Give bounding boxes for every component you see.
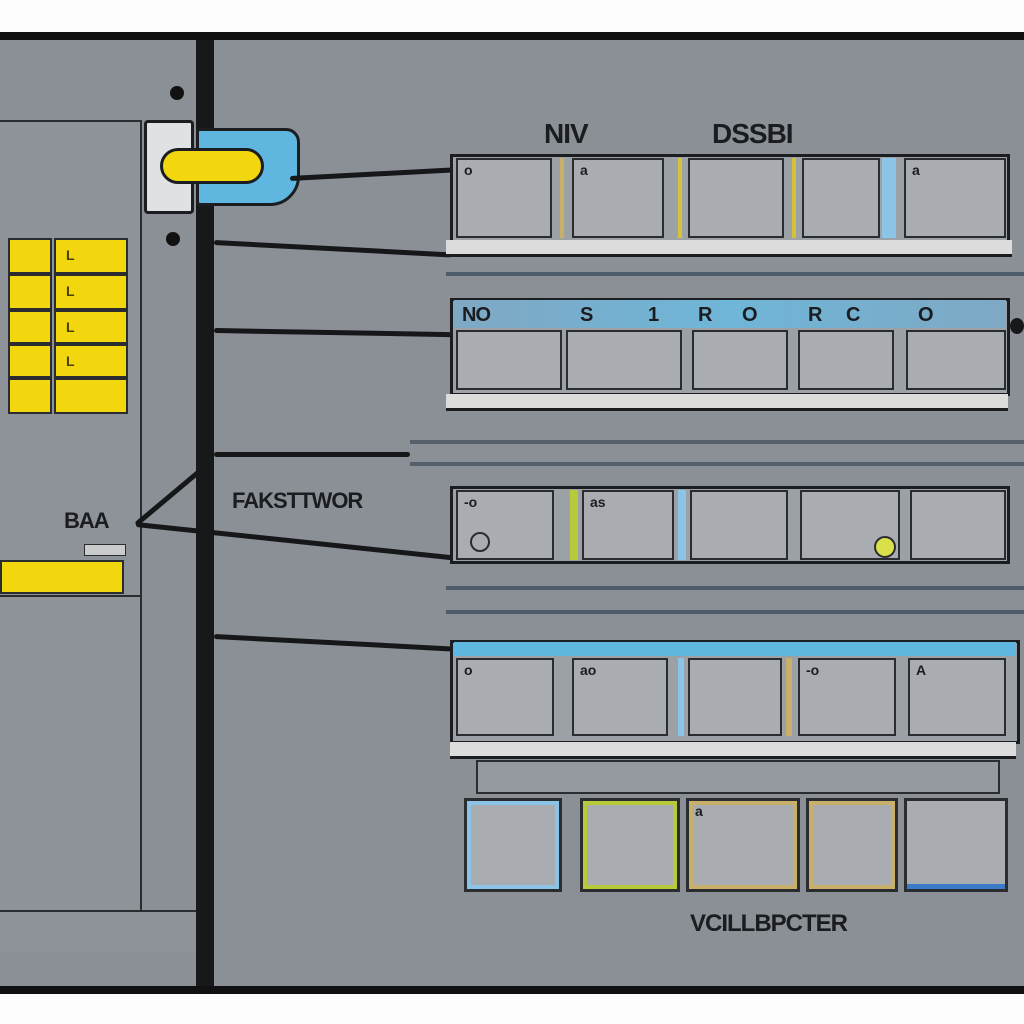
breaker-cell: L [54,310,128,344]
label-left-side: BAA [64,508,110,533]
pole-dot [170,86,184,100]
header-label: NO [462,304,491,326]
wire [214,452,410,457]
rack-cell: -o [456,490,554,560]
rack-cell: o [456,658,554,736]
rack-cell [688,658,782,736]
plug-yellow [160,148,264,184]
rack-cell [580,798,680,892]
breaker-cell [8,378,52,414]
rack-cell [904,798,1008,892]
breaker-cell [8,238,52,274]
rack-cell [690,490,788,560]
rack-cell [910,490,1006,560]
rack-cell [806,798,898,892]
header-label: R [808,304,822,326]
label-bottom: VCILLBPCTER [690,910,848,937]
breaker-grid: L L L L [8,238,128,414]
indicator-light [874,536,896,558]
yellow-bar [0,560,124,594]
breaker-cell [8,344,52,378]
rack-cell [692,330,788,390]
rail [410,440,1024,444]
rack-4-header [454,642,1016,656]
breaker-cell: L [54,238,128,274]
rack-separator [678,490,686,560]
label-middle: FAKSTTWOR [232,488,363,513]
rack-separator [570,490,578,560]
cabinet-divider [0,595,140,597]
rack-cell [566,330,682,390]
rack-cell: as [582,490,674,560]
main-pole [196,40,214,986]
label-top-left: NIV [544,118,589,149]
rack-shelf [446,394,1008,411]
rack-cell [688,158,784,238]
breaker-cell [8,310,52,344]
rack-cell: a [686,798,800,892]
rack-cell [906,330,1006,390]
header-label: 1 [648,304,659,326]
breaker-cell: L [54,274,128,310]
rail [446,610,1024,614]
small-plate [84,544,126,556]
header-label: O [918,304,934,326]
rack-cell [464,798,562,892]
rail [410,462,1024,466]
rack-separator [792,158,796,238]
breaker-cell [8,274,52,310]
rack-shelf [446,240,1012,257]
rack-cell [456,330,562,390]
rail [446,586,1024,590]
rack-cell [798,330,894,390]
rack-separator [678,658,684,736]
rack-shelf [450,742,1016,759]
header-label: S [580,304,593,326]
rack-2-header [454,300,1006,328]
rack-cell: -o [798,658,896,736]
rack-cell: a [572,158,664,238]
rack-cell: a [904,158,1006,238]
rail [446,272,1024,276]
breaker-cell [54,378,128,414]
left-cabinet-base [0,910,196,952]
label-top-right: DSSBI [712,118,794,149]
header-label: R [698,304,712,326]
rack-cell: ao [572,658,668,736]
rack-cell: o [456,158,552,238]
rack-separator [786,658,792,736]
sub-rack-strip [476,760,1000,794]
dial-icon [470,532,490,552]
pole-dot [166,232,180,246]
rack-cell [802,158,880,238]
breaker-cell: L [54,344,128,378]
rack-separator [882,158,896,238]
rack-cell: A [908,658,1006,736]
header-label: O [742,304,758,326]
side-knob [1010,318,1024,334]
rack-separator [560,158,564,238]
header-label: C [846,304,860,326]
rack-separator [678,158,682,238]
